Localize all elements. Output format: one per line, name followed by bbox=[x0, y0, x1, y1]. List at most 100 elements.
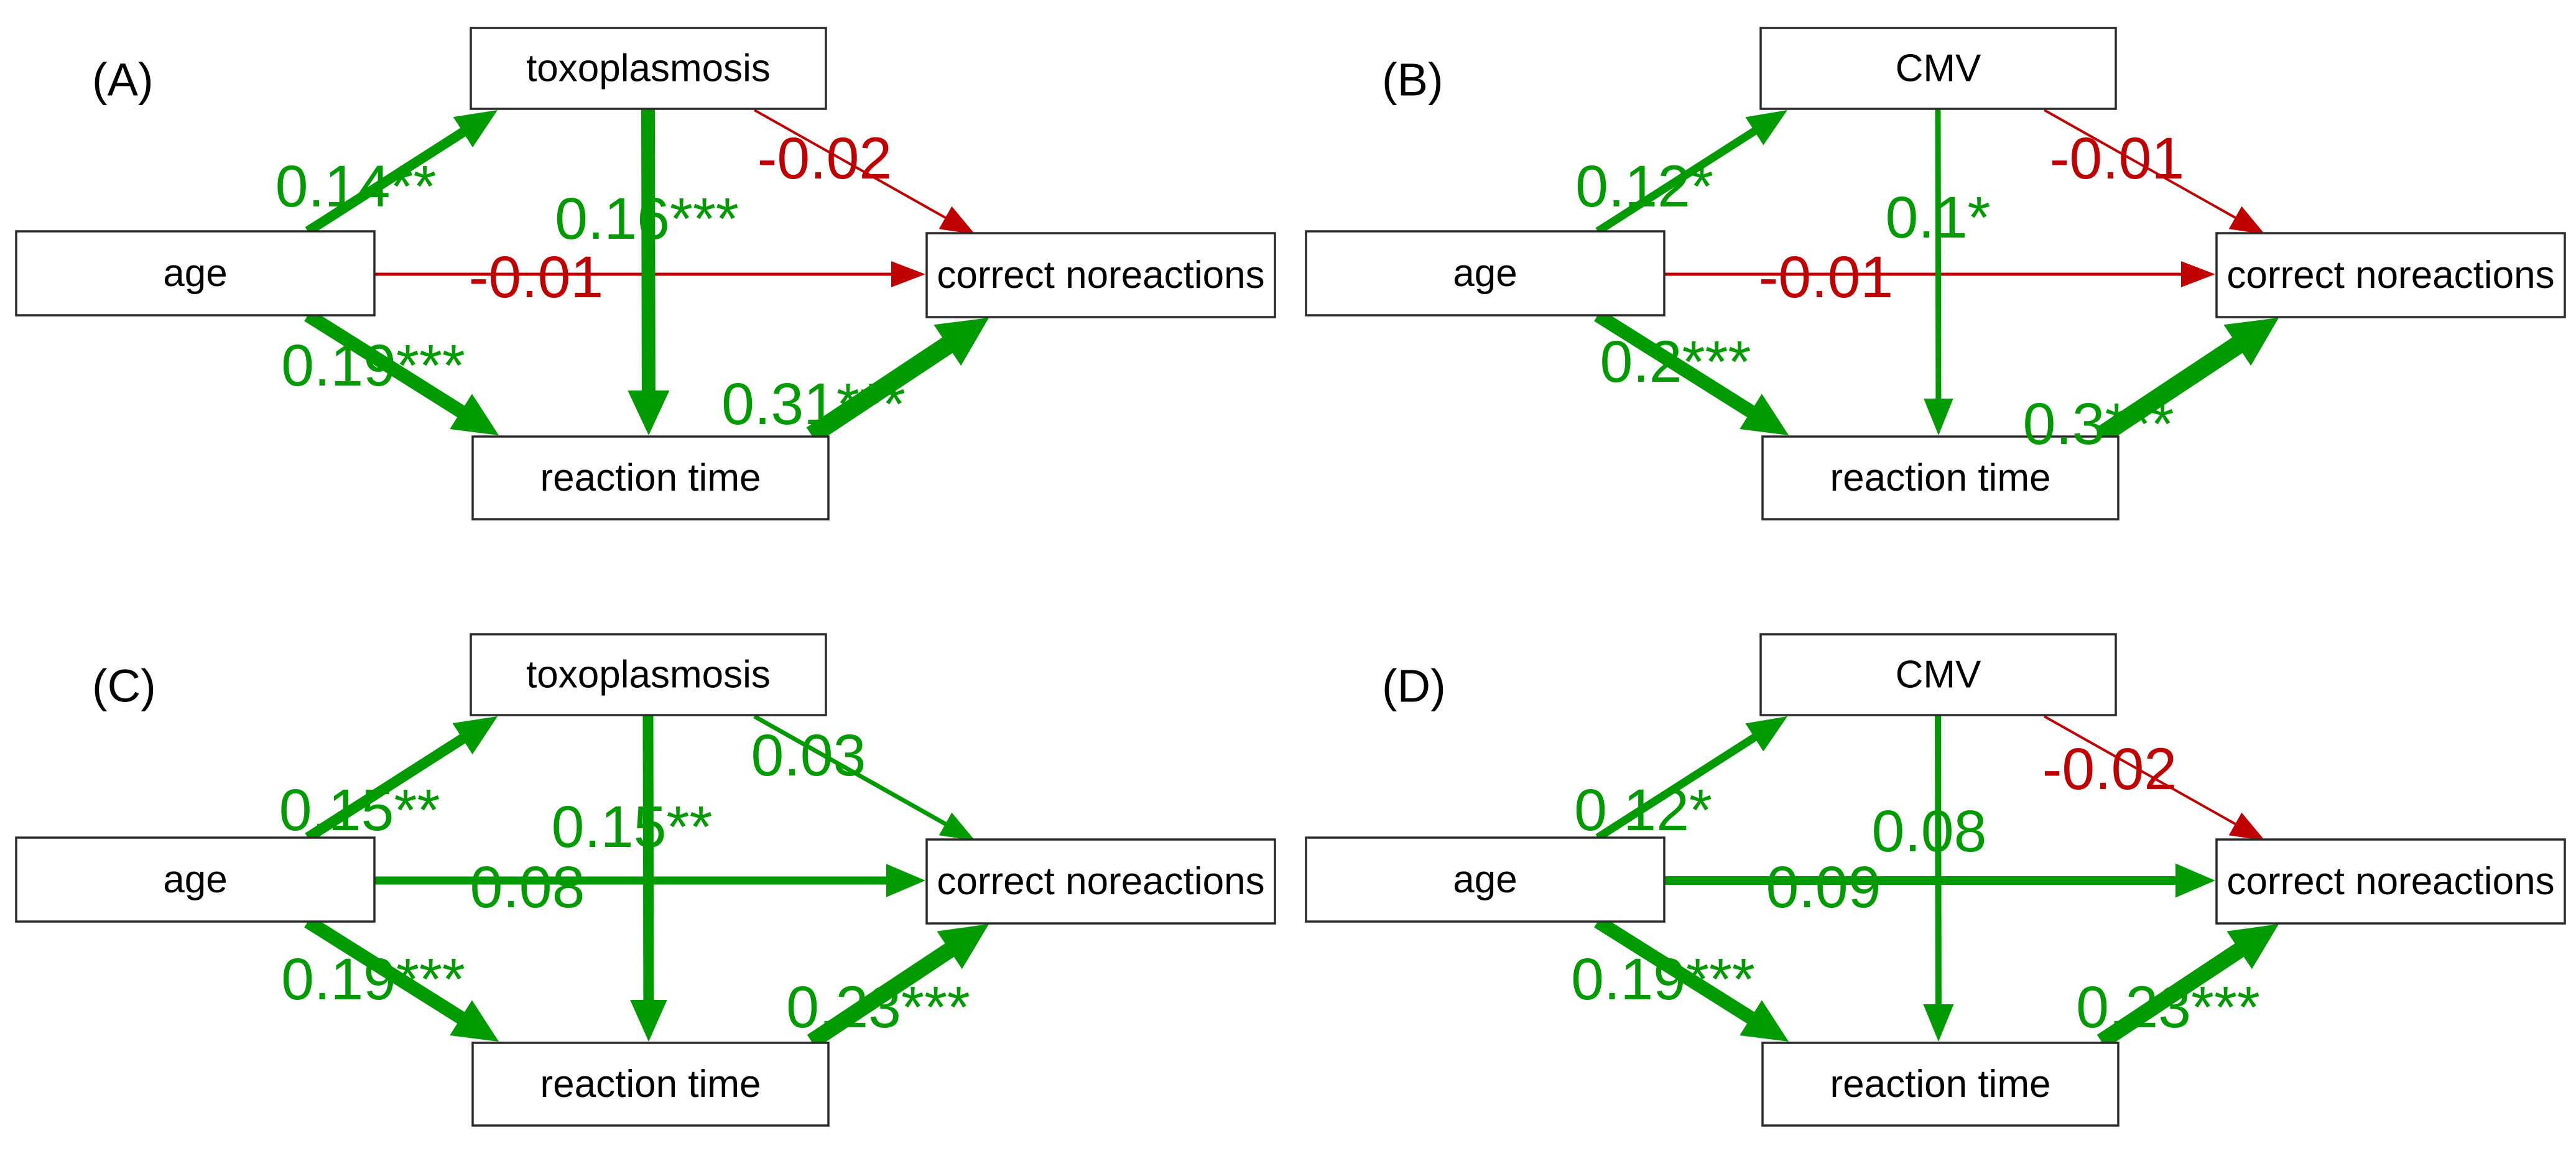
edge-coefficient-label: 0.23*** bbox=[2076, 974, 2260, 1040]
edge-coefficient-label: 0.08 bbox=[470, 854, 585, 920]
arrowhead-left-to-right bbox=[886, 864, 925, 897]
arrowhead-left-to-top bbox=[452, 716, 498, 755]
edge-coefficient-label: 0.03 bbox=[751, 723, 866, 788]
edge-coefficient-label: 0.08 bbox=[1872, 798, 1987, 864]
edge-coefficient-label: 0.19*** bbox=[1571, 946, 1755, 1012]
edge-coefficient-label: 0.16*** bbox=[555, 186, 739, 252]
arrowhead-left-to-bottom bbox=[1740, 394, 1789, 435]
edge-coefficient-label: 0.15** bbox=[279, 777, 440, 843]
arrowhead-top-to-bottom bbox=[628, 390, 670, 435]
edge-top-to-bottom bbox=[642, 714, 654, 1019]
edge-left-to-bottom bbox=[304, 915, 482, 1035]
node-box-reaction-time bbox=[471, 1042, 830, 1127]
arrowhead-left-to-bottom bbox=[450, 1000, 499, 1042]
edge-left-to-bottom bbox=[1594, 309, 1772, 428]
edge-coefficient-label: -0.02 bbox=[758, 126, 892, 192]
node-label-age: age bbox=[163, 252, 227, 295]
node-label-correct-noreactions: correct noreactions bbox=[937, 254, 1264, 297]
node-label-reaction-time: reaction time bbox=[540, 456, 761, 499]
arrowhead-top-to-right bbox=[2228, 206, 2265, 234]
node-label-correct-noreactions: correct noreactions bbox=[2226, 254, 2554, 297]
arrowhead-left-to-right bbox=[891, 261, 925, 287]
node-box-reaction-time bbox=[471, 435, 830, 520]
node-box-age bbox=[1305, 836, 1666, 923]
edge-coefficient-label: 0.14** bbox=[276, 154, 437, 220]
edge-coefficient-label: 0.3*** bbox=[2023, 391, 2174, 457]
arrowhead-left-to-top bbox=[1745, 716, 1787, 752]
edge-left-to-top bbox=[305, 118, 481, 236]
node-label-correct-noreactions: correct noreactions bbox=[937, 860, 1264, 903]
edge-bottom-to-right bbox=[2096, 325, 2261, 443]
arrowhead-bottom-to-right bbox=[2226, 924, 2279, 969]
node-box-age bbox=[15, 230, 376, 317]
node-label-reaction-time: reaction time bbox=[1830, 456, 2051, 499]
edge-left-to-top bbox=[1595, 724, 1772, 841]
edge-top-to-bottom bbox=[1935, 714, 1942, 1022]
edge-top-to-right bbox=[2044, 715, 2249, 833]
arrowhead-left-to-bottom bbox=[450, 394, 499, 435]
edge-coefficient-label: 0.19*** bbox=[281, 946, 465, 1012]
node-label-CMV: CMV bbox=[1896, 654, 1981, 696]
arrowhead-bottom-to-right bbox=[2223, 318, 2279, 366]
edge-coefficient-label: 0.15** bbox=[552, 794, 713, 860]
edge-left-to-bottom bbox=[304, 309, 482, 428]
node-box-correct-noreactions bbox=[2215, 232, 2566, 318]
node-label-age: age bbox=[1453, 252, 1517, 295]
node-box-reaction-time bbox=[1761, 1042, 2120, 1127]
node-box-correct-noreactions bbox=[2215, 838, 2566, 925]
arrowhead-top-to-bottom bbox=[1923, 1004, 1954, 1042]
edge-bottom-to-right bbox=[2096, 932, 2262, 1048]
node-label-reaction-time: reaction time bbox=[540, 1063, 761, 1106]
edge-top-to-bottom bbox=[641, 108, 656, 411]
arrowhead-top-to-right bbox=[2228, 812, 2265, 841]
edge-bottom-to-right bbox=[807, 932, 972, 1048]
edge-coefficient-label: 0.09 bbox=[1766, 854, 1881, 920]
node-label-toxoplasmosis: toxoplasmosis bbox=[526, 654, 771, 696]
panel-letter-label: (A) bbox=[92, 54, 154, 106]
node-box-CMV bbox=[1759, 633, 2117, 716]
arrowhead-top-to-bottom bbox=[630, 999, 667, 1042]
edge-coefficient-label: -0.01 bbox=[469, 244, 604, 310]
edge-coefficient-label: 0.1* bbox=[1885, 185, 1990, 251]
arrowhead-bottom-to-right bbox=[937, 924, 989, 969]
node-label-age: age bbox=[163, 858, 227, 901]
arrowhead-top-to-bottom bbox=[1924, 398, 1953, 435]
node-box-age bbox=[1305, 230, 1666, 317]
panel-a: toxoplasmosis age correct noreactions react… bbox=[15, 27, 1276, 520]
arrowhead-bottom-to-right bbox=[934, 318, 989, 366]
node-box-toxoplasmosis bbox=[470, 27, 827, 110]
node-box-age bbox=[15, 836, 376, 923]
arrowhead-top-to-right bbox=[938, 206, 975, 234]
edge-coefficient-label: -0.02 bbox=[2042, 736, 2177, 802]
panel-letter-label: (D) bbox=[1382, 660, 1446, 712]
edge-coefficient-label: 0.23*** bbox=[786, 974, 970, 1040]
node-label-age: age bbox=[1453, 858, 1517, 901]
edge-coefficient-label: 0.12* bbox=[1574, 777, 1712, 843]
edge-left-to-bottom bbox=[1594, 915, 1772, 1035]
edge-left-to-top bbox=[1595, 118, 1772, 235]
edge-top-to-right bbox=[2044, 109, 2249, 226]
panel-c: toxoplasmosis age correct noreactions react… bbox=[15, 633, 1276, 1127]
node-box-correct-noreactions bbox=[925, 838, 1276, 925]
edge-left-to-top bbox=[305, 724, 481, 843]
edge-coefficient-label: 0.12* bbox=[1575, 154, 1713, 220]
arrowhead-left-to-top bbox=[453, 110, 498, 147]
edge-top-to-right bbox=[753, 714, 960, 834]
edge-coefficient-label: 0.19*** bbox=[281, 333, 465, 399]
edge-coefficient-label: 0.2*** bbox=[1600, 329, 1751, 395]
arrowhead-left-to-top bbox=[1745, 110, 1787, 146]
node-label-CMV: CMV bbox=[1896, 47, 1981, 90]
edge-coefficient-label: 0.31*** bbox=[721, 371, 906, 437]
panel-letter-label: (C) bbox=[92, 660, 156, 712]
edge-coefficient-label: -0.01 bbox=[2050, 126, 2185, 192]
node-box-reaction-time bbox=[1761, 435, 2120, 520]
edge-top-to-right bbox=[754, 109, 960, 226]
arrowhead-top-to-right bbox=[938, 812, 975, 841]
node-box-toxoplasmosis bbox=[470, 633, 827, 716]
node-label-toxoplasmosis: toxoplasmosis bbox=[526, 47, 771, 90]
node-box-CMV bbox=[1759, 27, 2117, 110]
